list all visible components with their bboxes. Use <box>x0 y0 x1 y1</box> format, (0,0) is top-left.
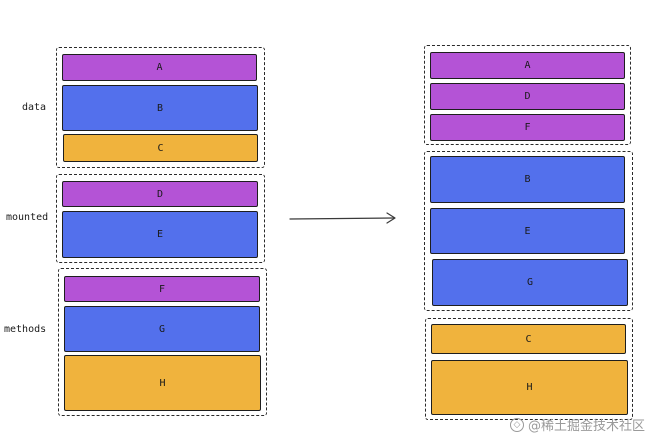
right-block-d: D <box>430 83 625 110</box>
label-mounted: mounted <box>6 212 49 223</box>
left-block-f: F <box>64 276 260 302</box>
left-block-a: A <box>62 54 257 81</box>
arrow-right-icon <box>289 212 396 224</box>
right-group-purple <box>424 45 631 145</box>
right-group-blue <box>424 151 633 311</box>
right-block-c: C <box>431 324 626 354</box>
watermark: ◇ @稀土掘金技术社区 <box>509 415 645 434</box>
right-block-g: G <box>432 259 628 306</box>
label-methods: methods <box>4 324 47 335</box>
left-block-g: G <box>64 306 260 352</box>
left-block-b: B <box>62 85 258 131</box>
right-block-b: B <box>430 156 625 203</box>
left-group-mounted <box>56 174 265 263</box>
right-block-e: E <box>430 208 625 254</box>
watermark-text: @稀土掘金技术社区 <box>527 419 645 434</box>
right-group-yellow <box>425 318 633 420</box>
left-block-d: D <box>62 181 258 207</box>
left-group-methods <box>58 268 267 416</box>
label-data: data <box>22 102 47 113</box>
left-block-h: H <box>64 355 261 411</box>
right-block-h: H <box>431 360 628 415</box>
juejin-logo-icon: ◇ <box>509 417 524 432</box>
right-block-a: A <box>430 52 625 79</box>
right-block-f: F <box>430 114 625 141</box>
left-block-e: E <box>62 211 258 258</box>
left-block-c: C <box>63 134 258 162</box>
left-group-data <box>56 47 265 168</box>
